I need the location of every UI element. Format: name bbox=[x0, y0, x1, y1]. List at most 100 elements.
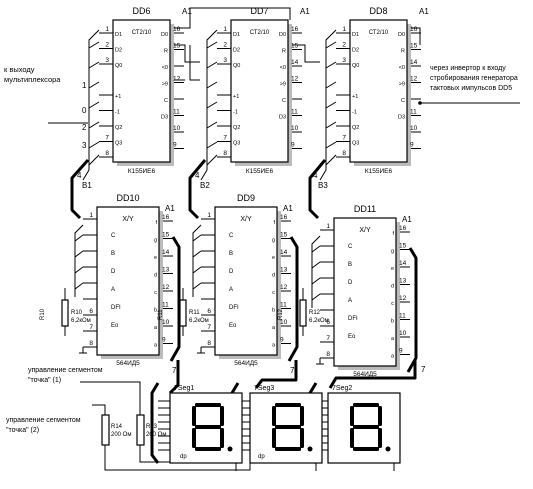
chip-part: 564ИД5 bbox=[353, 371, 377, 378]
segment-bar bbox=[275, 403, 301, 407]
pin-number: 16 bbox=[280, 214, 288, 221]
chip-type: СТ2/10 bbox=[132, 30, 152, 36]
dp-label: dp bbox=[180, 454, 187, 460]
bus-tap bbox=[88, 61, 100, 69]
output-tap bbox=[88, 154, 100, 166]
pin-number: 12 bbox=[280, 284, 288, 291]
pin-number: 13 bbox=[162, 267, 170, 274]
carry-wire-2 bbox=[170, 44, 200, 63]
decoder-chip-dd9 bbox=[214, 206, 278, 356]
chip-title-dd7: DD7 bbox=[250, 6, 268, 16]
point1-label-line1: управление сегментом bbox=[28, 367, 103, 374]
bus-tap bbox=[325, 81, 337, 89]
pin-label: DFI bbox=[229, 305, 239, 311]
point-wire-1b bbox=[139, 445, 170, 463]
pin-number: 1 bbox=[342, 26, 346, 33]
pin-label: C bbox=[282, 98, 286, 104]
pin-number: 10 bbox=[291, 125, 299, 132]
pin-number: 9 bbox=[410, 142, 414, 149]
resistor-id: R11 bbox=[189, 310, 200, 316]
pin-label: Eo bbox=[348, 334, 356, 340]
pin-label: >9 bbox=[162, 82, 168, 88]
segment-letter: f bbox=[273, 220, 275, 226]
resistor-id: R11 bbox=[158, 309, 164, 320]
bus-tap bbox=[88, 41, 100, 49]
chip-type: СТ2/10 bbox=[369, 30, 389, 36]
pin-number: 11 bbox=[291, 109, 298, 116]
bus-tap bbox=[325, 101, 337, 109]
segment-letter: c bbox=[154, 290, 157, 296]
counter-chip-dd6 bbox=[112, 19, 171, 163]
point-wire-1 bbox=[80, 381, 141, 415]
pin-label: A bbox=[348, 298, 352, 304]
point-wire-2 bbox=[92, 404, 106, 415]
segment-letter: e bbox=[154, 255, 157, 261]
pin-label: R bbox=[282, 49, 286, 55]
pin-number: 14 bbox=[162, 249, 170, 256]
segment-bar bbox=[195, 425, 221, 429]
chip-title-dd8: DD8 bbox=[369, 6, 387, 16]
ladder-tap bbox=[192, 234, 202, 242]
pin-number: 8 bbox=[105, 150, 109, 157]
bus-width-label: 7 bbox=[172, 366, 177, 375]
resistor-id: R12 bbox=[278, 308, 284, 320]
pin-label: Eo bbox=[111, 323, 119, 329]
output-tap bbox=[325, 154, 337, 166]
resistor-value: 200 Ом bbox=[111, 432, 131, 438]
pin-number: 9 bbox=[280, 337, 284, 344]
segment-bus bbox=[406, 247, 418, 373]
bus-tap bbox=[88, 121, 100, 129]
pin-label: Q2 bbox=[233, 125, 240, 131]
ladder-tap bbox=[311, 261, 321, 269]
pin-number: 11 bbox=[162, 302, 169, 309]
pin-number: 7 bbox=[326, 335, 330, 342]
bus-width-label: 4 bbox=[195, 171, 200, 180]
input-bus bbox=[82, 29, 100, 181]
pin-label: A bbox=[229, 287, 233, 293]
pin-number: 11 bbox=[173, 109, 180, 116]
display-name: 7Seg2 bbox=[332, 385, 352, 392]
point1-label-line2: "точка" (1) bbox=[28, 377, 61, 384]
pin-number: 15 bbox=[280, 232, 288, 239]
chip-title-dd6: DD6 bbox=[132, 6, 150, 16]
pin-number: 16 bbox=[162, 214, 170, 221]
segment-bar bbox=[192, 428, 196, 448]
chip-part: 564ИД5 bbox=[234, 360, 258, 367]
pin-label: Q3 bbox=[352, 141, 359, 147]
bus-tap bbox=[88, 81, 100, 89]
segment-letter: f bbox=[155, 220, 157, 226]
chip-type: СТ2/10 bbox=[250, 30, 270, 36]
input-bus bbox=[200, 29, 218, 181]
pin-label: <0 bbox=[280, 65, 286, 71]
pin-number: 1 bbox=[223, 26, 227, 33]
segment-bar bbox=[300, 428, 304, 448]
resistor-value: 6,2кОм bbox=[309, 318, 329, 324]
resistor-value: 200 Ом bbox=[146, 432, 166, 438]
segment-letter: d bbox=[391, 284, 394, 290]
chip-suffix: A1 bbox=[300, 7, 310, 16]
pin-number: 15 bbox=[291, 43, 299, 50]
segment-letter: a bbox=[391, 354, 395, 360]
decoder-chip-dd11 bbox=[333, 217, 397, 367]
segment-letter: g bbox=[154, 238, 157, 244]
segment-bar bbox=[300, 406, 304, 426]
segment-bar bbox=[220, 428, 224, 448]
resistor-point-r14 bbox=[101, 414, 110, 446]
pin-number: 11 bbox=[399, 313, 406, 320]
pin-number: 7 bbox=[223, 135, 227, 142]
pin-number: 7 bbox=[207, 324, 211, 331]
ladder-tap bbox=[192, 250, 202, 258]
segment-bar bbox=[378, 406, 382, 426]
chip-type: X/Y bbox=[122, 216, 134, 223]
pin-number: 14 bbox=[399, 260, 407, 267]
pin-label: Q0 bbox=[352, 63, 359, 69]
resistor-decoder bbox=[179, 299, 187, 327]
inverter-label-line3: тактовых импульсов DD5 bbox=[430, 85, 512, 92]
decimal-point bbox=[227, 446, 233, 452]
counter-chip-dd7 bbox=[230, 19, 289, 163]
pin-number: 16 bbox=[410, 26, 418, 33]
pin-number: 12 bbox=[173, 76, 181, 83]
reset-wire bbox=[189, 45, 200, 81]
segment-letter: a bbox=[272, 343, 276, 349]
